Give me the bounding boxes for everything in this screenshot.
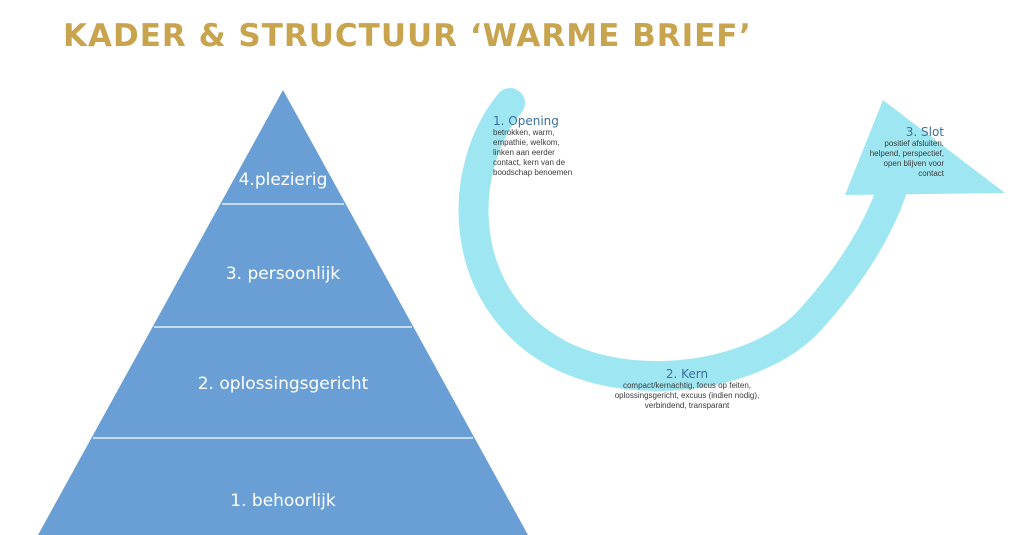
step-slot-line: open blijven voor <box>883 159 944 168</box>
page-title: KADER & STRUCTUUR ‘WARME BRIEF’ <box>63 18 752 54</box>
step-kern: 2. Kern compact/kernachtig, focus op fei… <box>587 367 787 411</box>
step-opening-line: contact, kern van de <box>493 158 566 167</box>
step-opening-line: boodschap benoemen <box>493 168 573 177</box>
step-opening-line: betrokken, warm, <box>493 128 555 137</box>
pyramid-level-3: 3. persoonlijk <box>225 264 341 284</box>
step-kern-line: compact/kernachtig, focus op feiten, <box>622 381 752 390</box>
step-kern-line: verbindend, transparant <box>644 401 730 410</box>
pyramid-diagram <box>38 90 528 535</box>
step-opening: 1. Opening betrokken, warm, empathie, we… <box>493 114 572 178</box>
step-opening-line: empathie, welkom, <box>493 138 560 147</box>
pyramid-level-2: 2. oplossingsgericht <box>197 374 369 394</box>
flow-arrow-head <box>845 100 1005 195</box>
step-opening-line: linken aan eerder <box>493 148 555 157</box>
step-opening-heading: 1. Opening <box>493 114 559 128</box>
step-slot-line: contact <box>918 169 944 178</box>
step-kern-line: oplossingsgericht, excuus (indien nodig)… <box>614 391 760 400</box>
pyramid-shape <box>38 90 528 535</box>
step-kern-heading: 2. Kern <box>665 367 709 381</box>
step-slot-heading: 3. Slot <box>905 125 944 139</box>
step-slot: 3. Slot positief afsluiten. helpend, per… <box>834 125 944 179</box>
flow-arrow-body <box>458 88 910 392</box>
pyramid-level-4: 4.plezierig <box>238 170 328 190</box>
step-slot-line: positief afsluiten. <box>884 139 944 148</box>
step-slot-line: helpend, perspectief, <box>869 149 944 158</box>
pyramid-level-1: 1. behoorlijk <box>230 491 336 511</box>
